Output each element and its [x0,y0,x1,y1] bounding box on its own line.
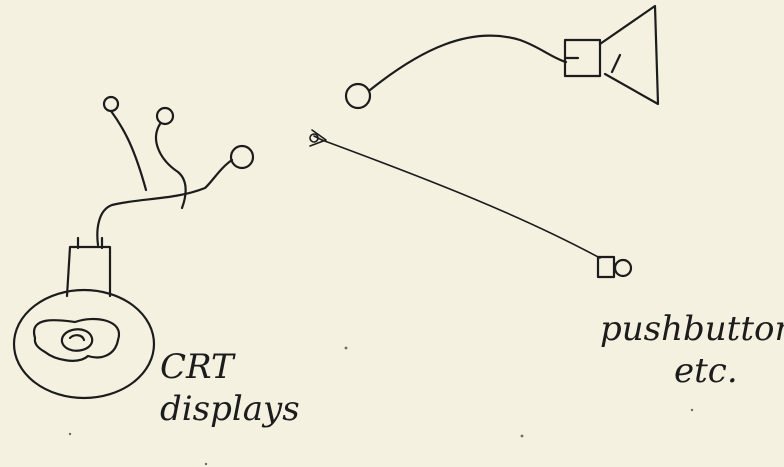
pushbutton-body [596,255,616,279]
cord-3 [96,158,234,247]
crt-screen-inner [60,328,94,352]
connection-point [309,133,319,143]
crt-label-line1: CRT [160,347,236,387]
cord-2 [154,122,187,210]
crt-label-line2: displays [160,389,300,429]
speaker-device [344,4,660,110]
pushbuttons-label: pushbuttons etc. [600,309,784,391]
stray-mark [344,346,348,350]
crt-screen-drawing [32,318,121,362]
pushbutton-device [596,255,633,279]
connection-line [321,139,601,259]
paper-marks [68,346,694,466]
stray-mark [204,462,208,466]
crt-screen-outer [12,288,156,400]
cable-plugs [96,95,255,247]
cord-1 [109,109,148,192]
speaker-cone [598,4,660,106]
stray-mark [690,408,694,412]
crt-display-device [12,236,156,400]
crt-connector [65,236,112,298]
stray-mark [520,434,524,438]
speaker-box [563,38,602,78]
plug-1 [102,95,120,113]
pushbutton-connection [309,129,601,259]
pushbuttons-label-line2: etc. [674,351,738,391]
plug-2 [155,106,175,126]
speaker-cord [368,34,568,92]
plug-3 [229,144,255,170]
pushbutton-knob [613,258,633,278]
stray-mark [68,432,72,436]
crt-label: CRT displays [160,347,300,429]
pushbuttons-label-line1: pushbuttons [600,309,784,349]
speaker-plug-circle [344,82,372,110]
